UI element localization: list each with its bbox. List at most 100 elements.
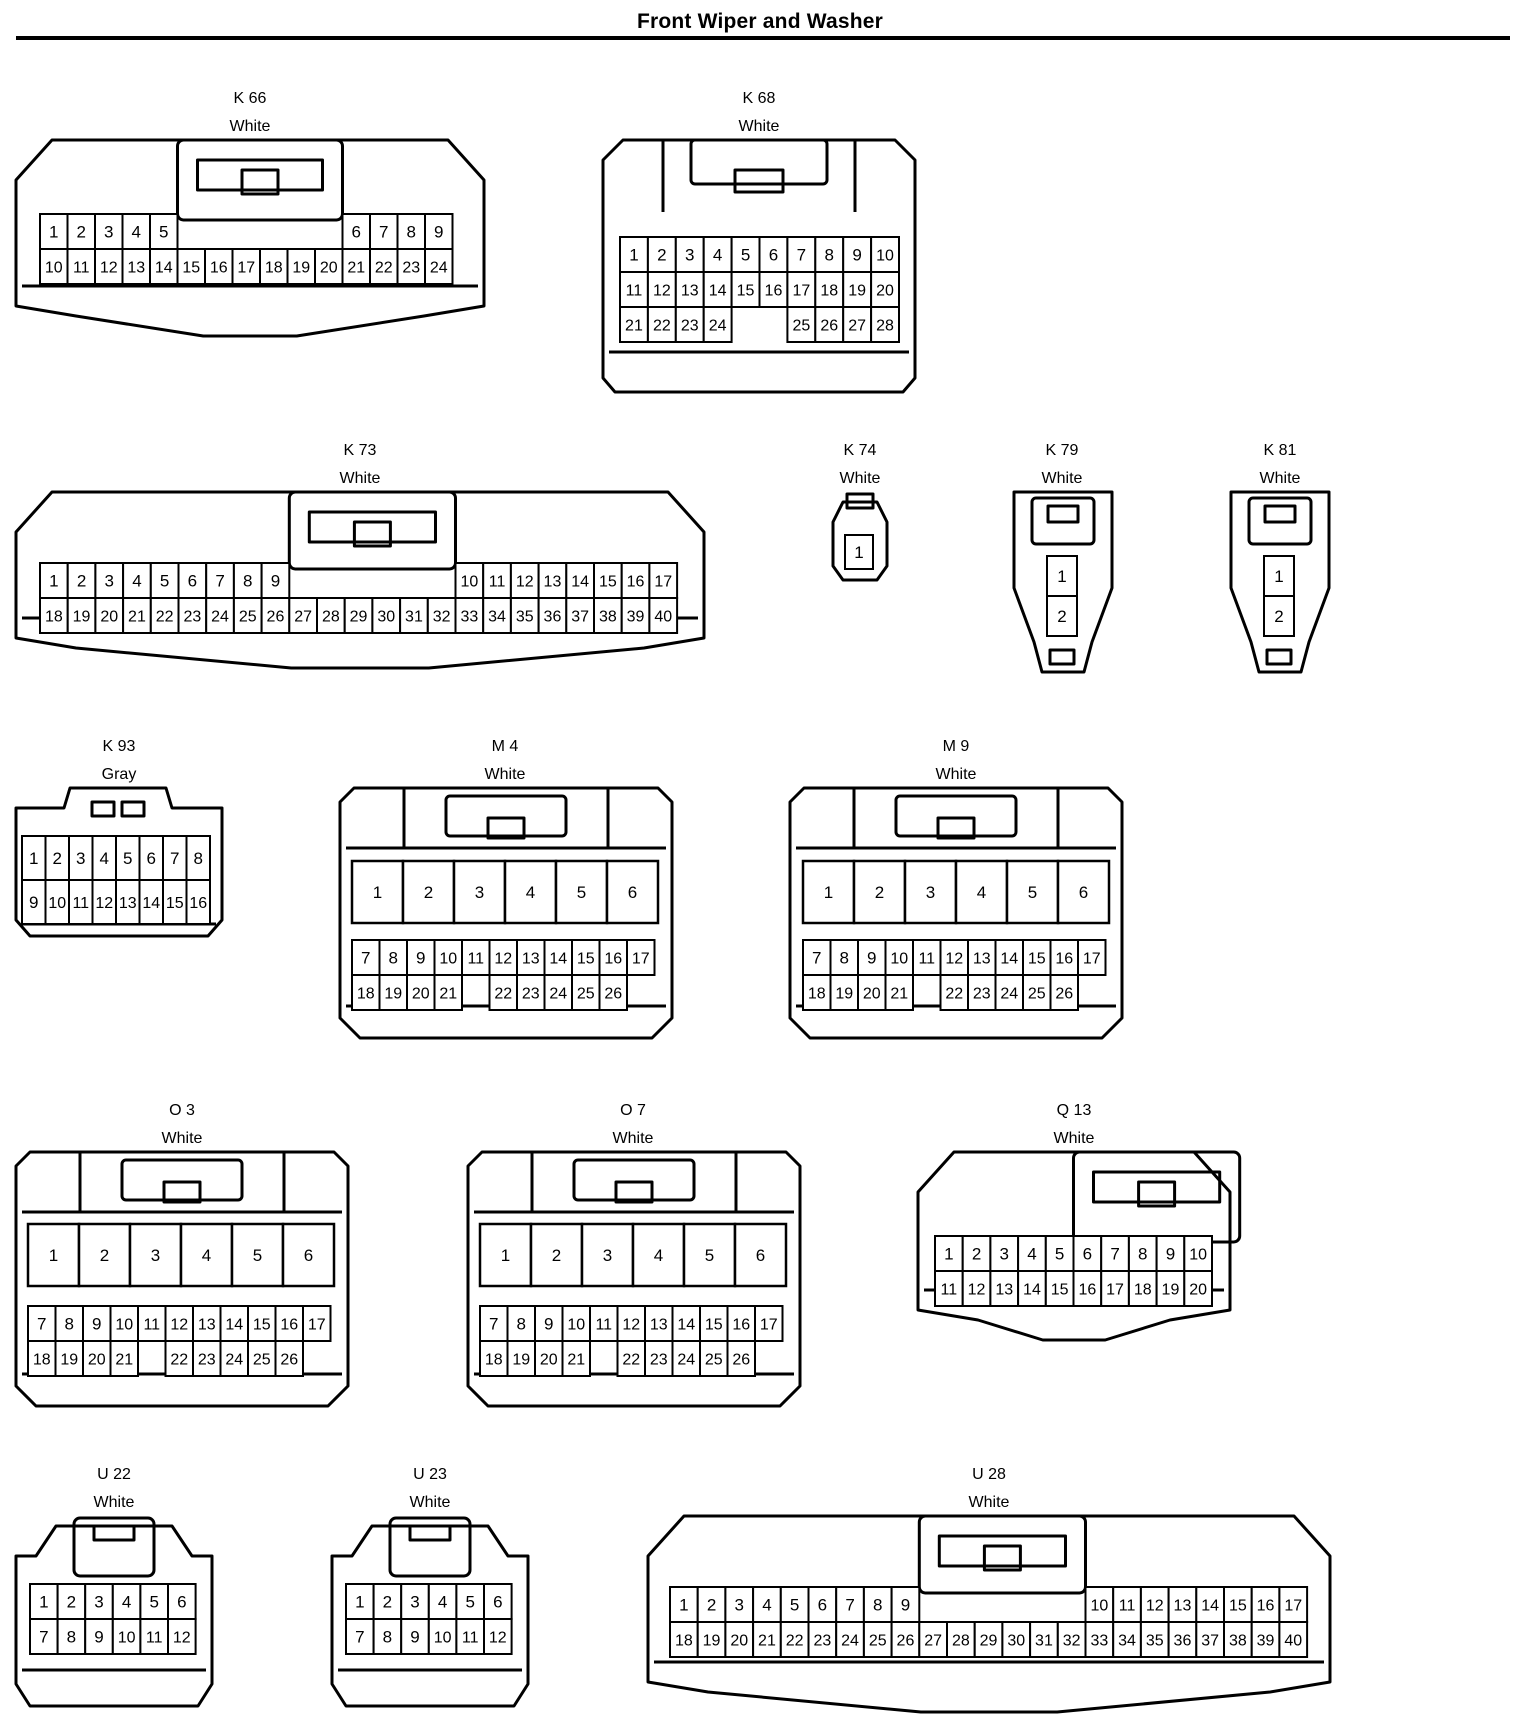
pin-label: 14 xyxy=(155,260,173,277)
pin-label: 20 xyxy=(863,986,881,1003)
connector-id-k79: K 79 xyxy=(1045,442,1079,459)
pin-label: 11 xyxy=(626,283,643,300)
pin-label: 36 xyxy=(1174,1633,1192,1650)
pin-label: 10 xyxy=(118,1630,136,1647)
pin-label: 21 xyxy=(567,1352,585,1369)
pin-label: 14 xyxy=(1000,951,1018,968)
pin-label: 12 xyxy=(489,1630,507,1647)
pin-label: 22 xyxy=(945,986,963,1003)
pin-label: 16 xyxy=(1257,1598,1275,1615)
pin-label: 19 xyxy=(1162,1282,1180,1299)
pin-label: 3 xyxy=(735,1596,744,1615)
pin-label: 19 xyxy=(703,1633,721,1650)
pin-label: 6 xyxy=(493,1593,502,1612)
connector-id-m4: M 4 xyxy=(491,738,519,755)
pin-label: 2 xyxy=(424,883,433,902)
pin-label: 13 xyxy=(681,283,699,300)
pin-label: 24 xyxy=(1000,986,1018,1003)
pin-label: 15 xyxy=(1028,951,1046,968)
pin-label: 15 xyxy=(599,574,617,591)
pin-label: 25 xyxy=(577,986,595,1003)
pin-label: 35 xyxy=(1146,1633,1164,1650)
pin-label: 17 xyxy=(1083,951,1101,968)
pin-label: 2 xyxy=(657,246,666,265)
pin-label: 2 xyxy=(53,849,62,868)
pin-label: 11 xyxy=(941,1282,958,1299)
pin-label: 9 xyxy=(410,1628,419,1647)
page-title: Front Wiper and Washer xyxy=(636,10,884,33)
connector-color-k66: White xyxy=(229,118,271,135)
pin-label: 23 xyxy=(650,1352,668,1369)
pin-label: 2 xyxy=(77,572,86,591)
connector-color-u23: White xyxy=(409,1494,451,1511)
pin-label: 7 xyxy=(1110,1245,1119,1264)
pin-label: 3 xyxy=(603,1246,612,1265)
pin-label: 13 xyxy=(650,1317,668,1334)
pin-label: 23 xyxy=(813,1633,831,1650)
pin-label: 37 xyxy=(571,609,589,626)
pin-label: 4 xyxy=(438,1593,447,1612)
pin-label: 1 xyxy=(501,1246,510,1265)
pin-label: 21 xyxy=(347,260,365,277)
pin-label: 4 xyxy=(202,1246,211,1265)
pin-label: 10 xyxy=(1189,1247,1207,1264)
pin-label: 9 xyxy=(544,1315,553,1334)
pin-label: 1 xyxy=(39,1593,48,1612)
pin-label: 6 xyxy=(769,246,778,265)
pin-label: 20 xyxy=(320,260,338,277)
pin-label: 18 xyxy=(265,260,283,277)
pin-label: 3 xyxy=(1000,1245,1009,1264)
pin-label: 34 xyxy=(1118,1633,1136,1650)
pin-label: 1 xyxy=(824,883,833,902)
pin-label: 10 xyxy=(115,1317,133,1334)
pin-label: 28 xyxy=(876,318,894,335)
pin-label: 31 xyxy=(1035,1633,1053,1650)
pin-label: 2 xyxy=(77,223,86,242)
pin-label: 5 xyxy=(705,1246,714,1265)
pin-label: 22 xyxy=(494,986,512,1003)
connector-color-o3: White xyxy=(161,1130,203,1147)
pin-label: 24 xyxy=(709,318,727,335)
pin-label: 34 xyxy=(488,609,506,626)
pin-label: 7 xyxy=(170,849,179,868)
pin-label: 3 xyxy=(76,849,85,868)
connector-color-u22: White xyxy=(93,1494,135,1511)
pin-label: 12 xyxy=(494,951,512,968)
pin-label: 14 xyxy=(549,951,567,968)
pin-label: 19 xyxy=(60,1352,78,1369)
pin-label: 6 xyxy=(147,849,156,868)
pin-label: 21 xyxy=(115,1352,133,1369)
pin-label: 4 xyxy=(132,223,141,242)
pin-label: 18 xyxy=(33,1352,51,1369)
pin-label: 1 xyxy=(679,1596,688,1615)
pin-label: 5 xyxy=(577,883,586,902)
pin-label: 15 xyxy=(1051,1282,1069,1299)
pin-label: 23 xyxy=(402,260,420,277)
connector-id-o3: O 3 xyxy=(169,1102,195,1119)
pin-label: 31 xyxy=(405,609,423,626)
pin-label: 3 xyxy=(685,246,694,265)
pin-label: 4 xyxy=(977,883,986,902)
pin-label: 2 xyxy=(1057,607,1066,626)
pin-label: 38 xyxy=(599,609,617,626)
pin-label: 4 xyxy=(713,246,722,265)
pin-label: 33 xyxy=(460,609,478,626)
pin-label: 7 xyxy=(812,949,821,968)
pin-label: 30 xyxy=(1007,1633,1025,1650)
pin-label: 24 xyxy=(549,986,567,1003)
pin-label: 14 xyxy=(1201,1598,1219,1615)
pin-label: 20 xyxy=(88,1352,106,1369)
pin-label: 7 xyxy=(39,1628,48,1647)
pin-label: 24 xyxy=(211,609,229,626)
pin-label: 13 xyxy=(544,574,562,591)
pin-label: 12 xyxy=(516,574,534,591)
pin-label: 29 xyxy=(980,1633,998,1650)
pin-label: 8 xyxy=(407,223,416,242)
pin-label: 13 xyxy=(119,895,137,912)
pin-label: 6 xyxy=(628,883,637,902)
